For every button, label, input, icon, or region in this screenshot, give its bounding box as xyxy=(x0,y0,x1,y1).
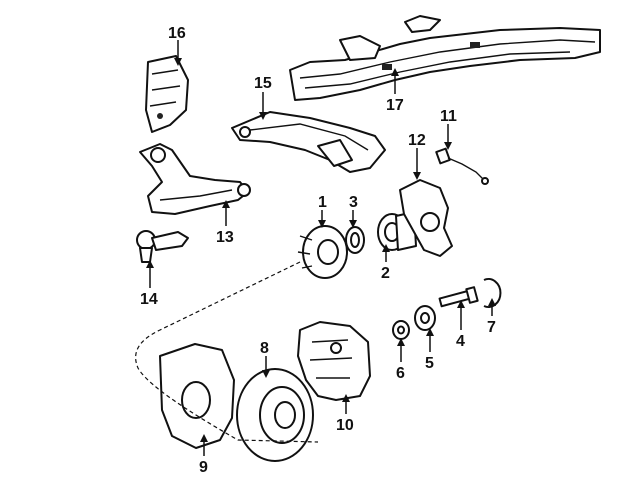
callout-5: 5 xyxy=(425,355,434,372)
part-7-snap-ring xyxy=(483,278,502,308)
part-8-rotor xyxy=(236,368,314,462)
part-2-bearing xyxy=(377,211,417,251)
callout-15: 15 xyxy=(254,75,272,92)
part-10-caliper xyxy=(297,321,371,401)
callout-3: 3 xyxy=(349,194,358,211)
part-13-control-arm xyxy=(139,143,251,215)
part-3-seal xyxy=(345,226,365,254)
part-11-sensor xyxy=(435,147,489,185)
callout-7: 7 xyxy=(487,319,496,336)
callout-6: 6 xyxy=(396,365,405,382)
part-1-hub xyxy=(297,225,348,279)
callout-17: 17 xyxy=(386,97,404,114)
part-17-crossmember xyxy=(289,15,601,101)
callout-2: 2 xyxy=(381,265,390,282)
alignment-dashed-line xyxy=(135,261,319,443)
callout-14: 14 xyxy=(140,291,158,308)
part-5-nut xyxy=(414,305,436,331)
callout-labels: 16 17 15 11 12 1 3 2 13 14 4 5 6 7 8 9 1… xyxy=(140,25,496,476)
callout-8: 8 xyxy=(260,340,269,357)
callout-9: 9 xyxy=(199,459,208,476)
part-12-knuckle xyxy=(399,179,453,257)
callout-10: 10 xyxy=(336,417,354,434)
part-9-shield xyxy=(159,343,235,449)
callout-12: 12 xyxy=(408,132,426,149)
part-6-nut xyxy=(392,320,410,340)
callout-16: 16 xyxy=(168,25,186,42)
part-4-bolt xyxy=(438,286,479,308)
callout-11: 11 xyxy=(440,108,457,125)
leader-lines xyxy=(146,40,496,456)
part-15-mount-bracket xyxy=(231,111,386,173)
callout-13: 13 xyxy=(216,229,234,246)
callout-4: 4 xyxy=(456,333,465,350)
callout-1: 1 xyxy=(318,194,327,211)
part-14-ball-joint xyxy=(136,230,189,263)
part-16-bracket xyxy=(145,55,189,133)
